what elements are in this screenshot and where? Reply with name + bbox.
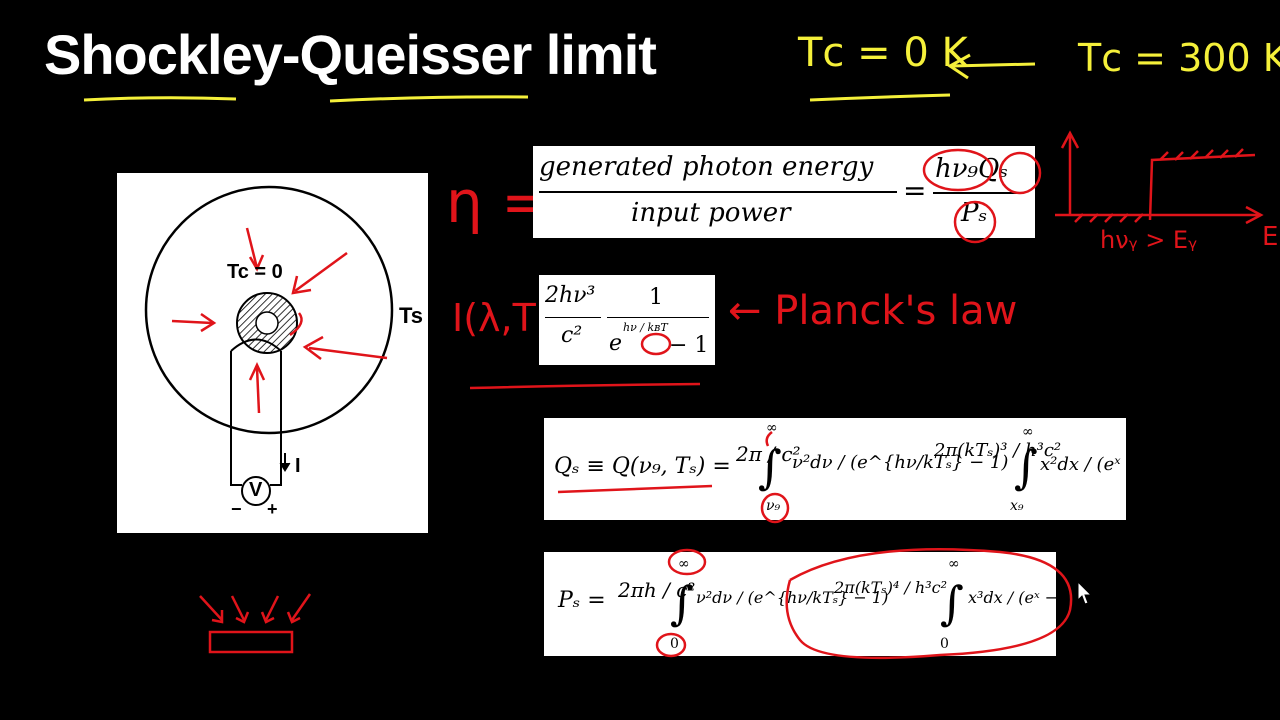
planck-coef-num: 2hν³ [545, 283, 596, 308]
tc-zero-note: Tᴄ = 0 K [798, 30, 968, 76]
qs-lower-limit: ν₉ [766, 498, 781, 514]
equals-sign: = [903, 174, 927, 207]
qs-upper-limit: ∞ [766, 420, 778, 436]
plus-terminal: + [267, 499, 278, 519]
planck-exp-sup: hν / kʙT [623, 321, 668, 334]
planck-law-note: ← Planck's law [728, 288, 1018, 334]
cell-temp-label: Tc = 0 [227, 261, 283, 283]
qs-rhs-coef: 2π(kTₛ)³ / h³c² [934, 440, 1062, 461]
ps-lhs: Pₛ = [558, 588, 606, 613]
efficiency-rhs-numerator: hν₉Qₛ [935, 154, 1009, 184]
ps-lower-limit: 0 [670, 636, 679, 652]
graph-condition-note: hνᵧ > Eᵧ [1100, 226, 1198, 254]
fraction-bar [607, 317, 709, 318]
planck-minus-one: − 1 [669, 333, 709, 358]
fraction-bar [933, 192, 1019, 194]
fraction-bar [539, 191, 897, 193]
ps-coef: 2πh / c² [618, 578, 696, 602]
efficiency-denominator: input power [631, 198, 791, 228]
qs-lhs: Qₛ ≡ Q(ν₉, Tₛ) = [554, 454, 731, 479]
planck-exp: e [609, 331, 623, 356]
qs-coef: 2π / c² [736, 442, 801, 466]
voltmeter-icon: V [249, 479, 263, 501]
sun-temp-label: Ts [399, 303, 424, 328]
minus-terminal: − [231, 499, 242, 519]
ps-upper-limit: ∞ [678, 556, 690, 572]
graph-energy-axis: E [1262, 222, 1279, 252]
solar-cell-diagram: Tc = 0 Ts I V − + [117, 173, 428, 533]
qs-rhs-lower-limit: x₉ [1010, 498, 1024, 514]
fraction-bar [545, 317, 601, 318]
efficiency-numerator: generated photon energy [539, 152, 874, 182]
slide-title: Shockley-Queisser limit [44, 23, 657, 86]
efficiency-equation: generated photon energy input power = hν… [533, 146, 1035, 238]
planck-equation: 2hν³ c² 1 e hν / kʙT − 1 [539, 275, 715, 365]
ps-rhs-coef: 2π(kTₛ)⁴ / h³c² [834, 578, 948, 597]
integral-sign: ∫ [758, 440, 782, 494]
ps-integrand: ν²dν / (e^{hν/kTₛ} − 1) [696, 588, 889, 607]
qs-integrand: ν²dν / (e^{hν/kTₛ} − 1) [792, 452, 1009, 473]
eta-note: η = [446, 168, 550, 236]
ps-rhs-lower-limit: 0 [940, 636, 949, 652]
integral-sign: ∫ [670, 576, 694, 630]
planck-one: 1 [649, 285, 663, 310]
diagram-drawing [144, 185, 394, 506]
qs-equation: Qₛ ≡ Q(ν₉, Tₛ) = 2π / c² ∞ ∫ ν₉ ν²dν / (… [544, 418, 1166, 520]
integral-sign: ∫ [940, 576, 964, 630]
qs-rhs-upper-limit: ∞ [1022, 424, 1034, 440]
tc-300-note: Tᴄ = 300 K [1078, 36, 1280, 80]
qs-rhs-integrand: x²dx / (eˣ − 1) [1040, 454, 1166, 475]
current-label: I [295, 455, 301, 477]
ps-rhs-upper-limit: ∞ [948, 556, 960, 572]
integral-sign: ∫ [1014, 440, 1038, 494]
ps-rhs-integrand: x³dx / (eˣ − 1) [968, 588, 1080, 607]
planck-coef-den: c² [561, 323, 583, 348]
